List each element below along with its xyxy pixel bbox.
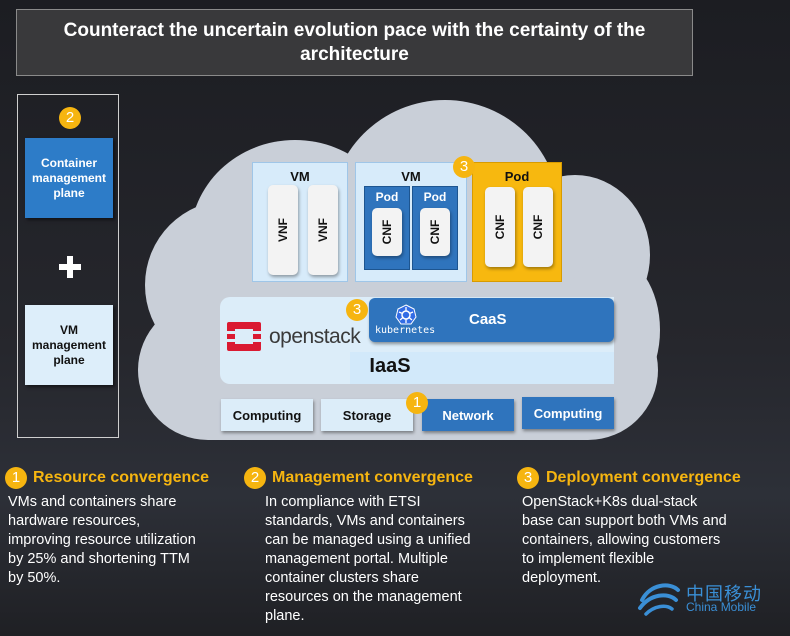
vm-box-2: VM Pod CNF Pod CNF [355,162,467,282]
text-line: base can support both VMs and [522,513,727,529]
openstack-logo-icon [227,322,261,351]
china-mobile-logo-en: China Mobile [686,600,757,614]
infra-computing-2: Computing [522,397,614,429]
china-mobile-logo-icon [638,583,680,616]
resource-convergence-title: Resource convergence [33,469,210,486]
cnf-card: CNF [485,187,515,267]
vnf-card: VNF [268,185,298,275]
page-title-text: Counteract the uncertain evolution pace … [63,19,646,65]
cnf-label: CNF [380,219,394,245]
text-line: plane. [265,608,305,624]
cnf-label: CNF [493,214,507,240]
pod-box-label: Pod [504,169,530,184]
iaas-label: IaaS [369,355,411,377]
vnf-label: VNF [276,218,290,242]
text-line: OpenStack+K8s dual-stack [522,494,698,510]
caas-bar: kubernetes CaaS [369,298,614,342]
badge-3-pod: 3 [453,156,475,178]
iaas-lower-band [350,352,614,384]
cnf-card: CNF [372,208,402,256]
text-line: resources on the management [265,589,462,605]
vnf-card: VNF [308,185,338,275]
container-plane-label: Container management plane [31,155,107,200]
vm-box-1: VM VNF VNF [252,162,348,282]
vm-box-1-label: VM [290,169,310,184]
management-convergence-text: In compliance with ETSI standards, VMs a… [265,493,500,626]
resource-convergence-badge: 1 [5,467,27,489]
cnf-label: CNF [428,219,442,245]
vm-management-plane: VM management plane [25,305,113,385]
cnf-card: CNF [420,208,450,256]
pod-box: Pod CNF [412,186,458,270]
caas-label: CaaS [469,311,507,328]
vm-box-2-label: VM [401,169,421,184]
pod-box: Pod CNF [364,186,410,270]
text-line: improving resource utilization [8,532,196,548]
text-line: can be managed using a unified [265,532,471,548]
text-line: standards, VMs and containers [265,513,465,529]
kubernetes-wordmark: kubernetes [375,325,436,336]
text-line: management portal. Multiple [265,551,448,567]
text-line: In compliance with ETSI [265,494,421,510]
infra-label: Computing [533,405,603,421]
page-title: Counteract the uncertain evolution pace … [16,9,693,76]
openstack-wordmark: openstack [269,325,361,348]
badge-3-caas: 3 [346,299,368,321]
text-line: to implement flexible [522,551,655,567]
infra-label: Computing [232,407,302,423]
deployment-convergence-text: OpenStack+K8s dual-stack base can suppor… [522,493,762,588]
container-management-plane: Container management plane [25,138,113,218]
plus-icon [59,256,81,278]
infra-label: Storage [342,407,392,423]
text-line: deployment. [522,570,601,586]
text-line: hardware resources, [8,513,141,529]
text-line: containers, allowing customers [522,532,721,548]
deployment-convergence-badge: 3 [517,467,539,489]
text-line: by 25% and shortening TTM [8,551,190,567]
management-convergence-badge: 2 [244,467,266,489]
cnf-label: CNF [531,214,545,240]
infra-network: Network [422,399,514,431]
pod-label: Pod [423,190,447,204]
infra-label: Network [442,407,494,423]
kubernetes-wheel-icon [395,304,417,325]
vm-plane-label: VM management plane [31,322,107,367]
vnf-label: VNF [316,218,330,242]
text-line: by 50%. [8,570,61,586]
text-line: VMs and containers share [8,494,177,510]
text-line: container clusters share [265,570,419,586]
china-mobile-logo-cn: 中国移动 [686,584,762,604]
management-convergence-title: Management convergence [272,469,473,486]
management-plane-panel [17,94,119,438]
pod-box-orange: Pod CNF CNF [472,162,562,282]
deployment-convergence-title: Deployment convergence [546,469,741,486]
badge-1-infra: 1 [406,392,428,414]
resource-convergence-text: VMs and containers share hardware resour… [8,493,238,588]
badge-2-management: 2 [59,107,81,129]
pod-label: Pod [375,190,399,204]
infra-computing-1: Computing [221,399,313,431]
infra-storage: Storage [321,399,413,431]
cnf-card: CNF [523,187,553,267]
